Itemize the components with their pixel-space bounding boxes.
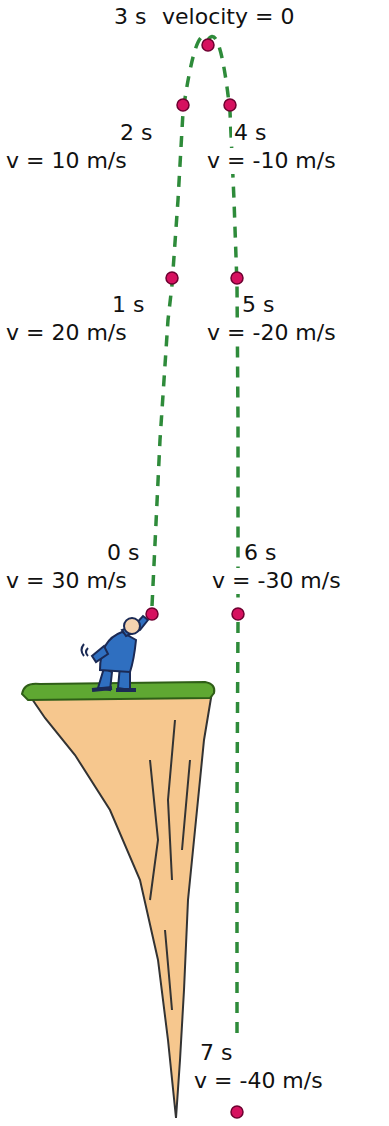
time-label: 0 s: [105, 540, 141, 566]
velocity-label: v = -20 m/s: [205, 320, 338, 346]
trajectory-dashes: [152, 36, 238, 1040]
person: [82, 616, 149, 690]
velocity-label: v = 30 m/s: [4, 568, 129, 594]
time-label: 3 s: [112, 4, 148, 30]
velocity-label: velocity = 0: [160, 4, 296, 30]
cliff-cracks: [150, 720, 190, 1010]
velocity-label: v = -40 m/s: [192, 1068, 325, 1094]
velocity-label: v = -10 m/s: [205, 148, 338, 174]
cliff: [30, 692, 212, 1118]
time-label: 2 s: [118, 120, 154, 146]
time-label: 7 s: [198, 1040, 234, 1066]
time-label: 6 s: [242, 540, 278, 566]
velocity-label: v = -30 m/s: [210, 568, 343, 594]
velocity-label: v = 20 m/s: [4, 320, 129, 346]
time-label: 5 s: [240, 292, 276, 318]
time-label: 4 s: [232, 120, 268, 146]
velocity-label: v = 10 m/s: [4, 148, 129, 174]
time-label: 1 s: [110, 292, 146, 318]
